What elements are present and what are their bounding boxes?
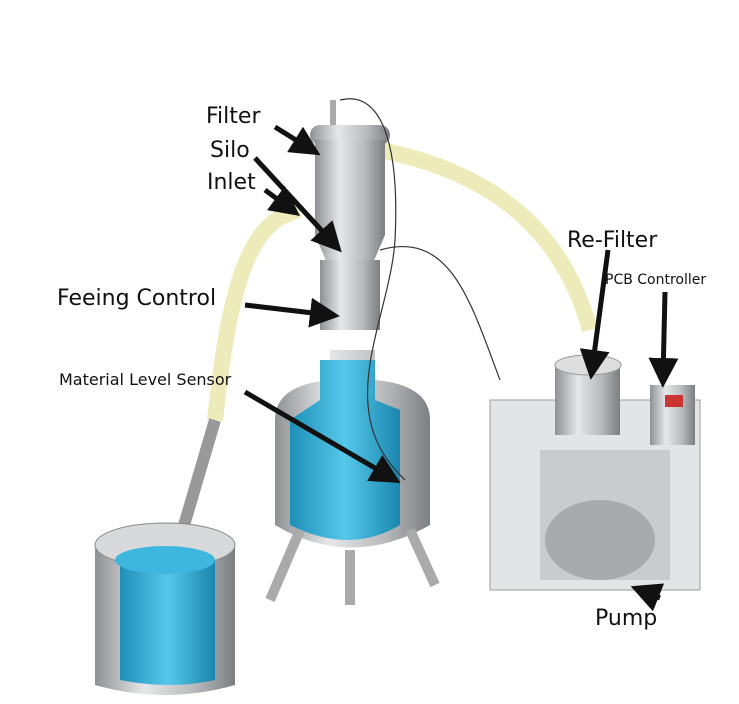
arrow-re-filter — [579, 249, 611, 380]
label-pump: Pump — [595, 606, 658, 631]
label-re-filter: Re-Filter — [567, 228, 658, 253]
silo-unit — [310, 100, 390, 330]
arrow-filter — [273, 124, 321, 156]
arrow-feeding-control — [244, 297, 340, 328]
pump-cart — [489, 354, 701, 591]
hose-return — [378, 142, 598, 333]
callout-arrows — [243, 124, 679, 612]
source-bucket — [94, 522, 236, 695]
label-silo: Silo — [210, 138, 250, 163]
arrow-inlet — [263, 186, 301, 216]
hose-inlet — [207, 202, 302, 421]
label-filter: Filter — [206, 104, 261, 129]
label-feeding-control: Feeing Control — [57, 286, 217, 311]
label-pcb-controller: PCB Controller — [605, 272, 707, 288]
arrow-level-sensor — [243, 389, 401, 484]
receiving-tank — [265, 350, 440, 605]
label-inlet: Inlet — [207, 170, 256, 195]
arrow-pcb-controller — [648, 291, 679, 388]
sensor-wire — [339, 98, 406, 481]
arrow-pump — [630, 583, 665, 612]
control-wire — [379, 245, 501, 381]
label-material-level-sensor: Material Level Sensor — [59, 370, 232, 389]
